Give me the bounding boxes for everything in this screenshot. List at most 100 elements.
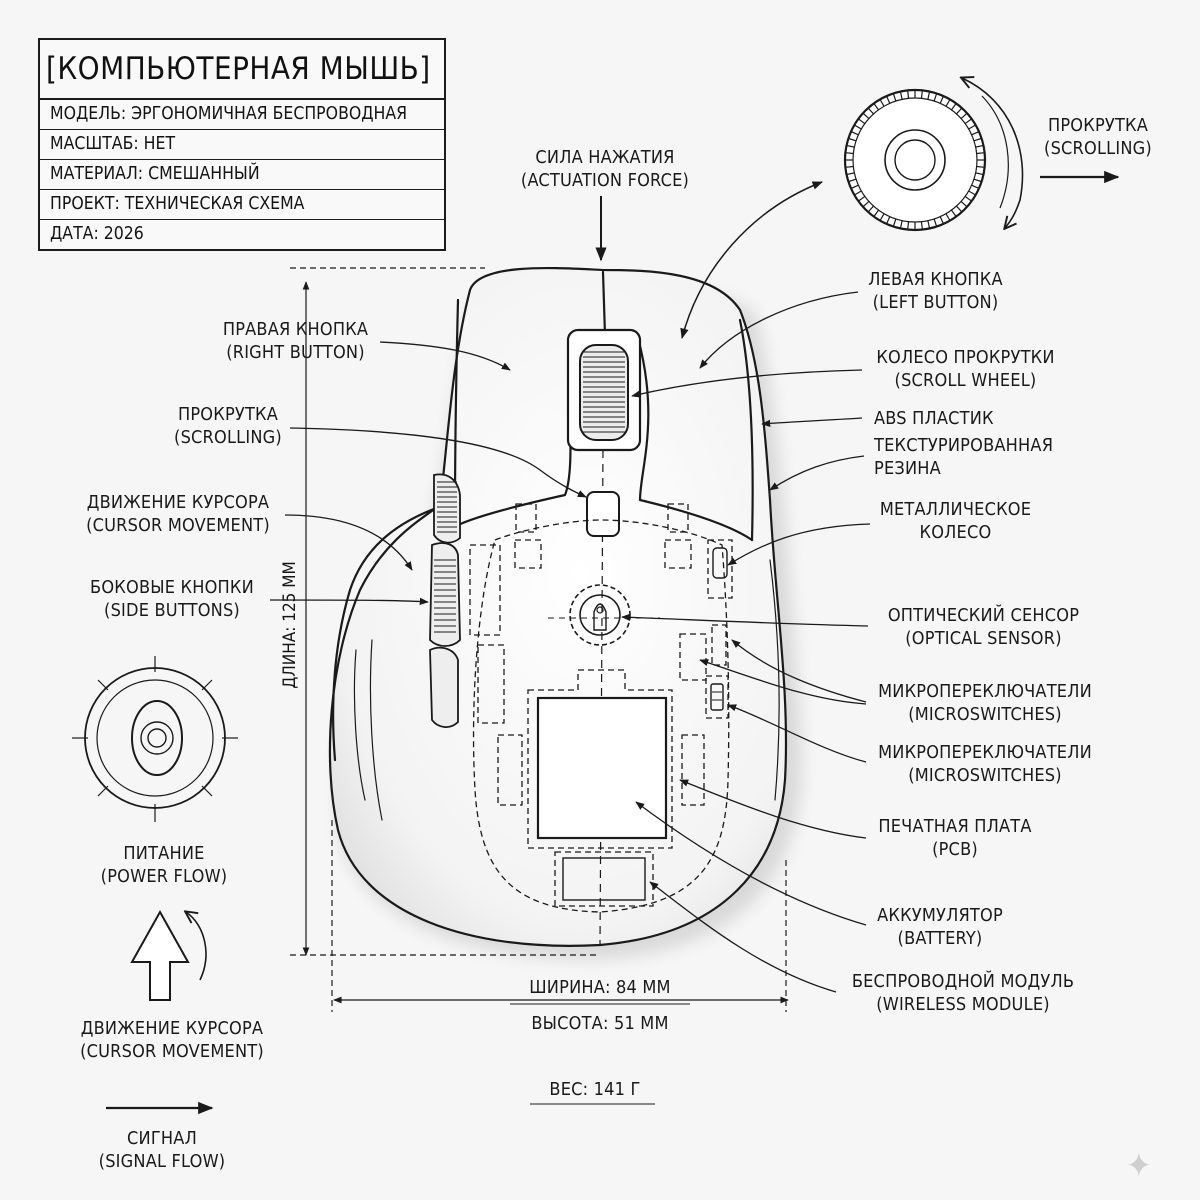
- height-dimension-label: ВЫСОТА: 51 ММ: [531, 1013, 669, 1034]
- microswitch-right-top: [515, 503, 537, 533]
- wheel-detail-tooth: [862, 112, 870, 119]
- label-cursor-movement-2: ДВИЖЕНИЕ КУРСОРА(CURSOR MOVEMENT): [80, 1018, 264, 1062]
- leader-lines: [269, 181, 871, 993]
- scroll-wheel-ribs: [583, 351, 625, 433]
- wheel-detail-tooth: [939, 95, 945, 104]
- power-knob: [131, 700, 183, 776]
- side-rail-right: [681, 734, 705, 806]
- label-battery: АККУМУЛЯТОР(BATTERY): [877, 905, 1003, 949]
- wheel-detail-outer: [843, 88, 987, 232]
- wheel-detail-teeth: [845, 90, 985, 230]
- wheel-detail-tooth: [927, 220, 931, 229]
- wheel-detail-tooth: [976, 165, 985, 168]
- wheel-rotation-arrow: [962, 78, 1024, 228]
- wheel-detail-tooth: [950, 209, 957, 217]
- leader-battery: [635, 801, 867, 926]
- wheel-detail-tooth: [858, 118, 866, 125]
- side-button-forward: [429, 542, 461, 647]
- label-actuation-force: СИЛА НАЖАТИЯ(ACTUATION FORCE): [520, 147, 690, 191]
- metal-wheel-housing: [707, 539, 733, 599]
- wheel-detail-tooth: [850, 184, 859, 190]
- scroll-wheel-detail: [843, 78, 1120, 232]
- wheel-detail-tooth: [845, 165, 854, 168]
- wheel-detail-tooth: [846, 172, 855, 176]
- battery-pack: [562, 857, 646, 901]
- label-abs-plastic: ABS ПЛАСТИК: [874, 408, 994, 429]
- wheel-detail-tooth: [945, 99, 951, 107]
- leader-textured-rubber: [769, 455, 865, 491]
- pcb-board: [536, 696, 668, 840]
- wheel-detail-tooth: [907, 221, 910, 230]
- title-block: [КОМПЬЮТЕРНАЯ МЫШЬ] МОДЕЛЬ: ЭРГОНОМИЧНАЯ…: [38, 38, 446, 251]
- title-block-title: [КОМПЬЮТЕРНАЯ МЫШЬ]: [40, 40, 444, 100]
- leader-scroll-wheel: [631, 369, 863, 398]
- side-wheel-ribs: [434, 481, 457, 633]
- power-ticks: [72, 656, 238, 822]
- title-block-date: ДАТА: 2026: [50, 224, 144, 244]
- weight-label: ВЕС: 141 Г: [549, 1079, 641, 1100]
- dimension-lines: [290, 267, 789, 1105]
- length-dimension-label: ДЛИНА: 125 ММ: [280, 561, 300, 689]
- cursor-rotate-arrow: [186, 912, 207, 981]
- microswitch-left-top: [667, 503, 689, 533]
- microswitch-mid-1: [679, 633, 707, 681]
- wheel-detail-tooth: [885, 95, 891, 104]
- left-button-edge: [636, 336, 754, 542]
- microswitch-low: [705, 675, 729, 719]
- internal-components: [469, 503, 733, 913]
- label-microswitches-2: МИКРОПЕРЕКЛЮЧАТЕЛИ(MICROSWITCHES): [878, 742, 1092, 786]
- label-optical-sensor: ОПТИЧЕСКИЙ СЕНСОР(OPTICAL SENSOR): [887, 605, 1080, 649]
- leader-metal-wheel: [727, 523, 871, 566]
- wheel-detail-tooth: [879, 99, 885, 107]
- wheel-detail-tooth: [854, 190, 862, 196]
- wheel-detail-tooth: [933, 218, 938, 227]
- label-left-button: ЛЕВАЯ КНОПКА(LEFT BUTTON): [868, 269, 1003, 313]
- wheel-detail-tooth: [927, 91, 931, 100]
- metal-wheel-part: [712, 547, 728, 579]
- wheel-detail-tooth: [854, 124, 862, 130]
- wheel-detail-tooth: [846, 144, 855, 148]
- wheel-detail-tooth: [892, 218, 897, 227]
- wireless-module-housing: [554, 851, 654, 907]
- wheel-detail-tooth: [848, 178, 857, 183]
- wheel-detail-tooth: [939, 216, 945, 225]
- sensor-dot: [596, 606, 604, 614]
- wheel-detail-arrow: [680, 181, 823, 340]
- wheel-detail-tooth: [845, 152, 854, 155]
- wheel-detail-tooth: [920, 221, 923, 230]
- leader-microswitches-1b: [699, 659, 867, 705]
- wheel-detail-hub-outer: [884, 129, 946, 191]
- label-scrolling-left: ПРОКРУТКА(SCROLLING): [174, 404, 282, 448]
- label-power-flow: ПИТАНИЕ(POWER FLOW): [100, 843, 228, 887]
- wheel-detail-tooth: [850, 130, 859, 136]
- wheel-detail-tooth: [950, 103, 957, 111]
- internal-frame: [472, 519, 730, 913]
- power-knob-center: [147, 728, 167, 748]
- wheel-detail-tooth: [899, 220, 903, 229]
- power-flow-symbol: [72, 656, 238, 822]
- leader-wireless-module: [649, 881, 837, 993]
- dpi-button: [586, 491, 620, 537]
- title-block-project: ПРОЕКТ: ТЕХНИЧЕСКАЯ СХЕМА: [40, 190, 444, 220]
- grip-line-3: [769, 559, 780, 801]
- power-knob-ring: [140, 721, 174, 755]
- cursor-up-arrow: [130, 909, 190, 1001]
- label-side-buttons: БОКОВЫЕ КНОПКИ(SIDE BUTTONS): [90, 577, 254, 621]
- sparkle-watermark-icon: ✦: [1126, 1146, 1152, 1186]
- label-microswitches-1: МИКРОПЕРЕКЛЮЧАТЕЛИ(MICROSWITCHES): [878, 681, 1092, 725]
- leader-pcb: [679, 779, 867, 839]
- wheel-detail-tooth: [907, 90, 910, 99]
- thumb-rest-outline: [332, 503, 447, 762]
- label-signal-flow: СИГНАЛ(SIGNAL FLOW): [98, 1128, 226, 1172]
- width-dimension-label: ШИРИНА: 84 ММ: [529, 977, 671, 998]
- leader-abs-plastic: [761, 417, 863, 428]
- side-switch-block-1: [469, 544, 501, 636]
- switch-block-right: [514, 539, 542, 569]
- leader-microswitches-1: [731, 639, 867, 703]
- grip-line-1: [353, 649, 366, 801]
- wheel-detail-tooth: [899, 91, 903, 100]
- wheel-detail-tooth: [867, 107, 874, 115]
- cursor-movement-symbol: [130, 909, 207, 1001]
- center-axis-line: [599, 449, 604, 946]
